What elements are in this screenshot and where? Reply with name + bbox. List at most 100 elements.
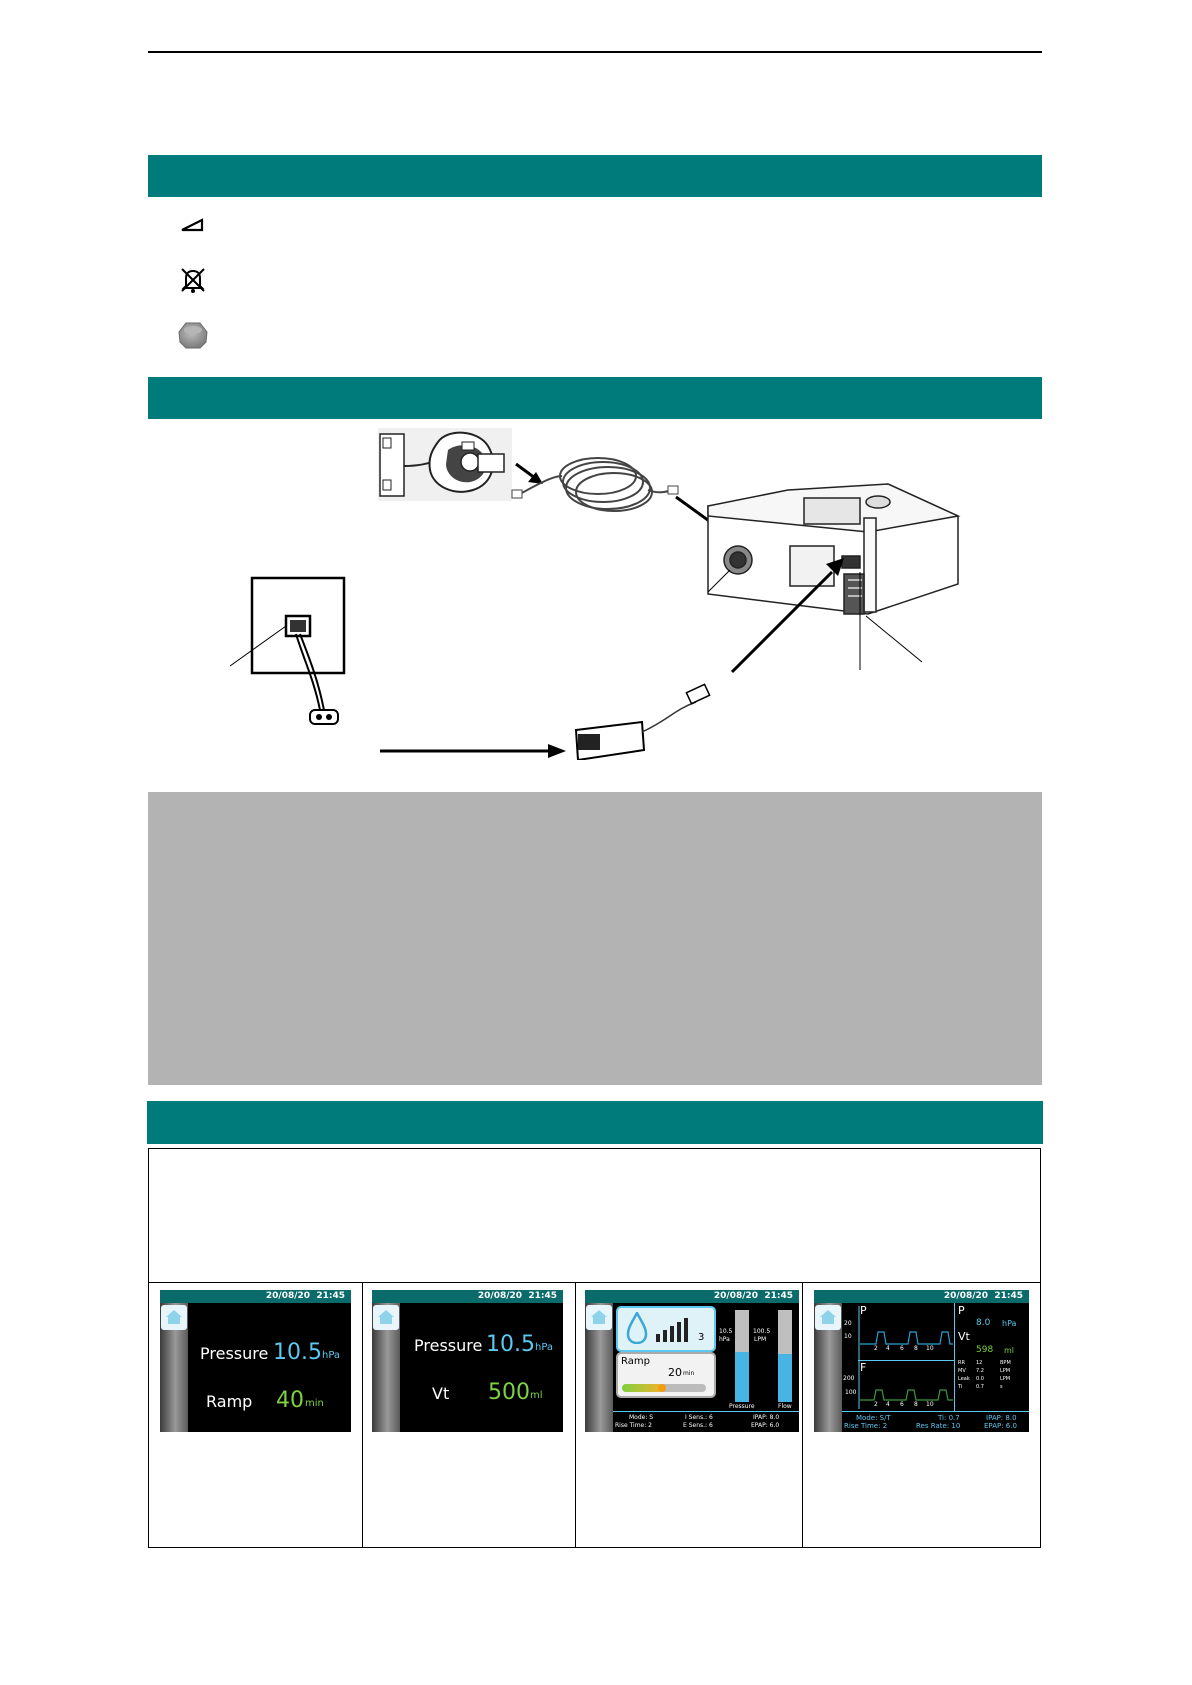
x-axis-tick: 10 <box>926 1401 934 1408</box>
waveform-chart <box>858 1306 953 1409</box>
home-icon <box>591 1310 607 1324</box>
mode-text: Mode: S/T <box>856 1414 891 1422</box>
x-axis-tick: 2 <box>874 1345 878 1352</box>
mask-illustration <box>378 428 512 501</box>
home-button[interactable] <box>815 1305 841 1330</box>
stat-row: Ti 0.7 s <box>958 1384 1003 1390</box>
f-axis-tick: 100 <box>845 1389 857 1396</box>
time-text: 21:45 <box>528 1291 557 1301</box>
wall-outlet-illustration <box>250 576 346 725</box>
pressure-bar-label: Pressure <box>729 1403 755 1410</box>
mode-text: Mode: S <box>629 1414 654 1421</box>
stat-row: Leak 0.0 LPM <box>958 1376 1011 1382</box>
ventilator-device-illustration <box>707 483 961 615</box>
column-divider <box>802 1282 803 1548</box>
ramp-progress-track <box>622 1384 706 1392</box>
pressure-bar-fill <box>735 1352 749 1402</box>
ramp-tile[interactable]: Ramp 20 min <box>616 1352 716 1398</box>
stat-row: MV 7.2 LPM <box>958 1368 1011 1374</box>
x-axis-tick: 4 <box>886 1345 890 1352</box>
ramp-unit: min <box>683 1370 695 1377</box>
table-divider <box>149 1282 1040 1283</box>
x-axis-tick: 6 <box>900 1401 904 1408</box>
signal-level-icon <box>656 1318 688 1342</box>
e-sens-text: E Sens.: 6 <box>683 1422 713 1429</box>
date-text: 20/08/20 <box>265 1291 311 1301</box>
column-divider <box>362 1282 363 1548</box>
home-icon <box>166 1310 182 1324</box>
ramp-value: 40 <box>276 1388 304 1413</box>
flow-bar-fill <box>778 1354 792 1402</box>
pressure-label: Pressure <box>200 1344 269 1363</box>
screen-pressure-ramp: 20/08/20 21:45 Pressure 10.5 hPa Ramp 40… <box>160 1290 351 1432</box>
vt-unit: ml <box>1004 1346 1015 1355</box>
header-rule <box>148 51 1042 53</box>
pressure-unit: hPa <box>1002 1319 1017 1328</box>
date-text: 20/08/20 <box>713 1291 759 1301</box>
status-bar: 20/08/20 21:45 <box>585 1290 799 1303</box>
time-text: 21:45 <box>316 1291 345 1301</box>
epap-text: EPAP: 6.0 <box>984 1422 1017 1430</box>
pressure-bar-unit: hPa <box>719 1336 730 1343</box>
x-axis-tick: 4 <box>886 1401 890 1408</box>
ramp-unit: min <box>305 1398 324 1409</box>
connection-diagram <box>229 428 961 760</box>
rise-time-text: Rise Time: 2 <box>844 1422 888 1430</box>
power-button-icon <box>176 318 210 352</box>
pressure-unit: hPa <box>535 1342 554 1353</box>
pressure-value-label: P <box>958 1304 965 1317</box>
home-button[interactable] <box>161 1305 187 1330</box>
screen-dashboard: 20/08/20 21:45 3 Ramp 20 min 10.5 hPa 10… <box>585 1290 799 1432</box>
vt-label: Vt <box>432 1384 450 1403</box>
time-text: 21:45 <box>764 1291 793 1301</box>
pressure-value: 10.5 <box>486 1332 535 1357</box>
i-sens-text: I Sens.: 6 <box>685 1414 713 1421</box>
status-bar: 20/08/20 21:45 <box>814 1290 1029 1303</box>
section-header-bar-1 <box>148 155 1042 197</box>
home-button[interactable] <box>373 1305 399 1330</box>
footer-divider <box>613 1411 799 1412</box>
flow-bar-value: 100.5 <box>753 1328 771 1335</box>
section-header-bar-2 <box>148 377 1042 419</box>
rise-time-text: Rise Time: 2 <box>615 1422 652 1429</box>
flow-bar-label: Flow <box>778 1403 792 1410</box>
pressure-graph-label: P <box>860 1304 867 1317</box>
ramp-label: Ramp <box>206 1392 253 1411</box>
vt-unit: ml <box>530 1390 543 1401</box>
home-icon <box>820 1310 836 1324</box>
section-header-bar-3 <box>147 1101 1043 1144</box>
pressure-value: 10.5 <box>273 1340 322 1365</box>
home-button[interactable] <box>586 1305 612 1330</box>
ramp-value: 20 <box>668 1366 682 1379</box>
ti-text: Ti: 0.7 <box>938 1414 960 1422</box>
ramp-progress-knob[interactable] <box>658 1384 666 1392</box>
x-axis-tick: 2 <box>874 1401 878 1408</box>
epap-text: EPAP: 6.0 <box>751 1422 780 1429</box>
res-rate-text: Res Rate: 10 <box>916 1422 961 1430</box>
p-axis-tick: 20 <box>844 1320 852 1327</box>
screen-pressure-vt: 20/08/20 21:45 Pressure 10.5 hPa Vt 500 … <box>372 1290 563 1432</box>
x-axis-tick: 6 <box>900 1345 904 1352</box>
water-drop-icon <box>626 1312 648 1344</box>
stat-row: RR 12 BPM <box>958 1360 1011 1366</box>
x-axis-tick: 8 <box>914 1401 918 1408</box>
ramp-icon <box>176 208 210 242</box>
flow-bar-track <box>778 1310 792 1402</box>
ramp-label: Ramp <box>621 1356 650 1367</box>
footer-divider <box>842 1411 1029 1412</box>
x-axis-tick: 8 <box>914 1345 918 1352</box>
alarm-mute-icon <box>176 264 210 298</box>
stats-table: RR 12 BPM MV 7.2 LPM Leak 0.0 LPM Ti 0.7… <box>958 1360 1028 1392</box>
humidifier-tile[interactable]: 3 <box>616 1306 716 1352</box>
pressure-label: Pressure <box>414 1336 483 1355</box>
chart-divider <box>858 1360 954 1361</box>
tubing-illustration <box>519 457 673 512</box>
pressure-bar-value: 10.5 <box>719 1328 733 1335</box>
humidifier-level: 3 <box>698 1332 705 1343</box>
power-adapter-illustration <box>574 683 711 760</box>
ipap-text: IPAP: 8.0 <box>986 1414 1017 1422</box>
vt-label: Vt <box>958 1330 970 1343</box>
vt-value: 598 <box>976 1345 994 1355</box>
ipap-text: IPAP: 8.0 <box>753 1414 780 1421</box>
pressure-value: 8.0 <box>976 1318 991 1328</box>
